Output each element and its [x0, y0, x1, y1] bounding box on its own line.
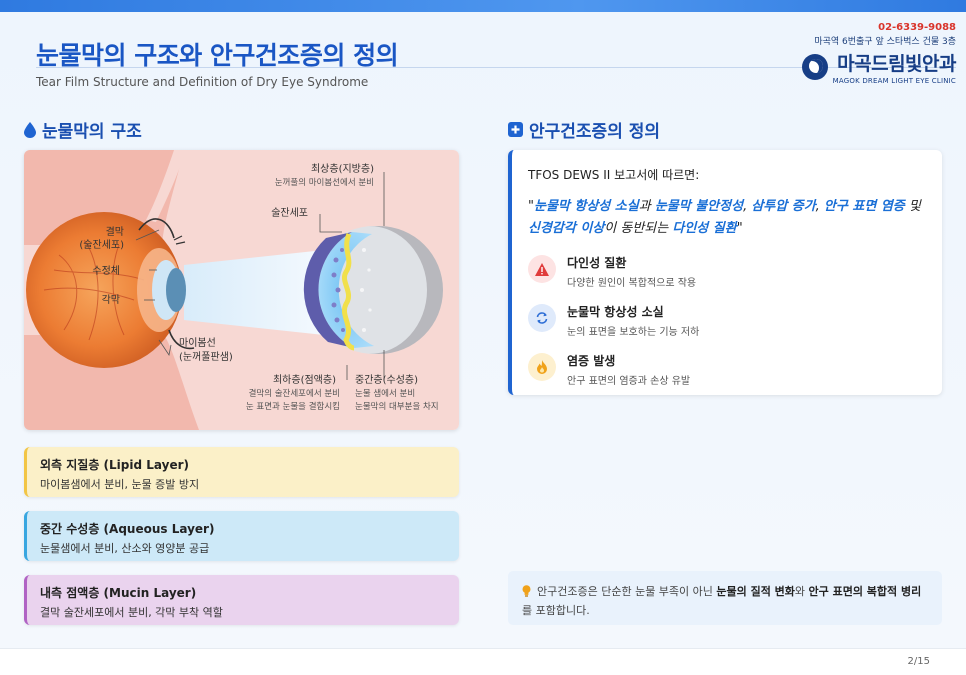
quote-mark: " [528, 199, 534, 214]
lipid-layer-card: 외측 지질층 (Lipid Layer) 마이봄샘에서 분비, 눈물 증발 방지 [24, 447, 459, 497]
note-text: 를 포함합니다. [522, 604, 590, 617]
water-drop-icon [24, 121, 36, 138]
item-desc: 눈의 표면을 보호하는 기능 저하 [567, 327, 700, 338]
inner-layer-label: 최하층(점액층) [273, 373, 336, 386]
clinic-name: 마곡드림빛안과 [837, 53, 956, 75]
top-accent-bar [0, 0, 966, 12]
clinic-brand: 마곡드림빛안과 MAGOK DREAM LIGHT EYE CLINIC [801, 49, 957, 85]
inner-layer-desc-2: 눈 표면과 눈물을 결합시킴 [246, 401, 340, 412]
layer-title: 외측 지질층 (Lipid Layer) [40, 458, 190, 472]
quote-term: 다인성 질환 [672, 221, 737, 236]
middle-layer-desc-2: 눈물막의 대부분을 차지 [355, 401, 439, 412]
page-title: 눈물막의 구조와 안구건조증의 정의 [36, 41, 399, 70]
flame-icon [528, 353, 556, 381]
note-text: 안구건조증은 단순한 눈물 부족이 아닌 [537, 585, 717, 598]
page-subtitle: Tear Film Structure and Definition of Dr… [36, 75, 369, 89]
quote-term: 눈물막 불안정성 [654, 199, 744, 214]
eye-diagram-svg: 결막 (술잔세포) 수정체 각막 마이봄선 (눈꺼풀판샘) 최상층(지방층) 눈… [24, 150, 459, 430]
clinic-name-en: MAGOK DREAM LIGHT EYE CLINIC [832, 77, 956, 85]
page-number: 2/15 [907, 656, 930, 667]
definition-item-multifactorial: 다인성 질환 다양한 원인이 복합적으로 작용 [528, 254, 942, 289]
quote-text: , [743, 199, 752, 214]
clinic-address: 마곡역 6번출구 앞 스타벅스 건물 3층 [814, 37, 956, 47]
layer-desc: 눈물샘에서 분비, 산소와 영양분 공급 [40, 542, 210, 555]
item-desc: 안구 표면의 염증과 손상 유발 [567, 376, 691, 387]
outer-layer-desc: 눈꺼풀의 마이봄선에서 분비 [275, 177, 374, 188]
footer: 2/15 [0, 648, 966, 675]
note-text: 와 [794, 585, 809, 598]
conjunctiva-label: 결막 [106, 226, 124, 238]
layer-desc: 마이봄샘에서 분비, 눈물 증발 방지 [40, 478, 200, 491]
medical-plus-icon [508, 122, 523, 137]
definition-card: TFOS DEWS II 보고서에 따르면: "눈물막 항상성 소실과 눈물막 … [508, 150, 942, 395]
clinic-info: 02-6339-9088 마곡역 6번출구 앞 스타벅스 건물 3층 마곡드림빛… [801, 22, 957, 85]
tear-film-section-title: 눈물막의 구조 [24, 117, 142, 142]
meibomian-sub-label: (눈꺼풀판샘) [179, 351, 233, 363]
definition-item-homeostasis: 눈물막 항상성 소실 눈의 표면을 보호하는 기능 저하 [528, 303, 942, 338]
refresh-icon [528, 304, 556, 332]
goblet-cell-label: 술잔세포 [271, 207, 308, 219]
lens-label: 수정체 [92, 265, 120, 277]
quote-text: 및 [904, 199, 921, 214]
middle-layer-label: 중간층(수성층) [355, 374, 418, 386]
definition-intro: TFOS DEWS II 보고서에 따르면: [528, 168, 700, 182]
mucin-layer-card: 내측 점액층 (Mucin Layer) 결막 술잔세포에서 분비, 각막 부착… [24, 575, 459, 625]
quote-term: 안구 표면 염증 [823, 199, 905, 214]
quote-text: 과 [638, 199, 655, 214]
item-title: 다인성 질환 [567, 256, 627, 270]
layer-title: 내측 점액층 (Mucin Layer) [40, 586, 197, 600]
quote-mark: " [736, 221, 743, 236]
eye-diagram: 결막 (술잔세포) 수정체 각막 마이봄선 (눈꺼풀판샘) 최상층(지방층) 눈… [24, 150, 459, 430]
layer-title: 중간 수성층 (Aqueous Layer) [40, 522, 215, 536]
quote-term: 삼투압 증가 [751, 199, 816, 214]
middle-layer-desc-1: 눈물 샘에서 분비 [355, 389, 415, 399]
conjunctiva-sub-label: (술잔세포) [79, 239, 124, 251]
layer-desc: 결막 술잔세포에서 분비, 각막 부착 역할 [40, 606, 223, 619]
note-box: 안구건조증은 단순한 눈물 부족이 아닌 눈물의 질적 변화와 안구 표면의 복… [508, 571, 942, 625]
clinic-logo-icon [801, 54, 828, 80]
warning-icon [528, 255, 556, 283]
definition-item-inflammation: 염증 발생 안구 표면의 염증과 손상 유발 [528, 352, 942, 387]
outer-layer-label: 최상층(지방층) [311, 163, 374, 175]
quote-term: 신경감각 이상 [528, 221, 605, 236]
cornea-label: 각막 [102, 294, 120, 306]
lightbulb-icon [522, 585, 531, 602]
quote-term: 눈물막 항상성 소실 [533, 199, 639, 214]
item-title: 눈물막 항상성 소실 [567, 305, 664, 319]
clinic-phone: 02-6339-9088 [878, 22, 956, 33]
inner-layer-desc-1: 결막의 술잔세포에서 분비 [249, 388, 340, 399]
note-bold: 눈물의 질적 변화 [716, 585, 795, 598]
dry-eye-section-title: 안구건조증의 정의 [508, 117, 660, 142]
quote-text: , [815, 199, 824, 214]
item-desc: 다양한 원인이 복합적으로 작용 [567, 278, 697, 289]
title-divider [36, 67, 956, 68]
aqueous-layer-card: 중간 수성층 (Aqueous Layer) 눈물샘에서 분비, 산소와 영양분… [24, 511, 459, 561]
definition-quote: "눈물막 항상성 소실과 눈물막 불안정성, 삼투압 증가, 안구 표면 염증 … [528, 196, 928, 240]
meibomian-label: 마이봄선 [179, 337, 216, 349]
section-title-text: 눈물막의 구조 [42, 122, 142, 142]
quote-text: 이 동반되는 [604, 221, 673, 236]
note-bold: 안구 표면의 복합적 병리 [808, 585, 922, 598]
item-title: 염증 발생 [567, 354, 616, 368]
section-title-text: 안구건조증의 정의 [529, 122, 661, 142]
